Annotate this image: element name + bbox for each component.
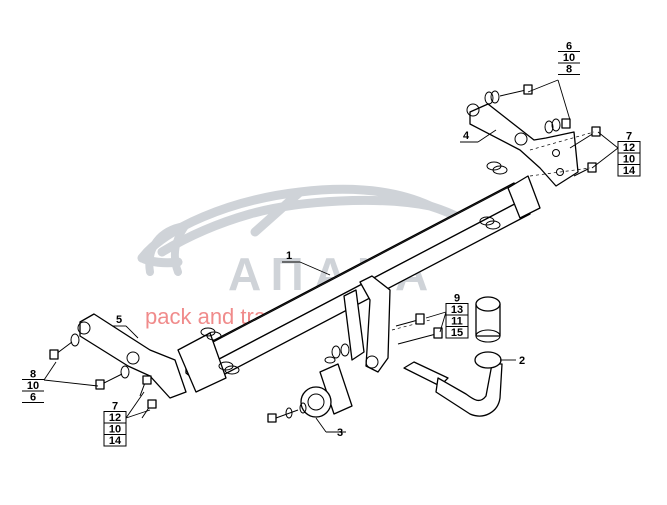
callout-number: 7	[112, 401, 118, 413]
callout-number: 10	[109, 424, 121, 436]
callout-number: 10	[623, 154, 635, 166]
socket-plate	[267, 356, 353, 423]
callout-number: 6	[30, 392, 36, 404]
callout-number: 12	[109, 412, 121, 424]
top-bolt-set	[484, 84, 571, 134]
callout-number: 13	[451, 304, 463, 316]
callout-part-4: 4	[463, 130, 470, 142]
callout-number: 10	[27, 380, 39, 392]
center-hanger-bracket	[331, 275, 443, 373]
callout-number: 9	[454, 293, 460, 305]
callout-number: 14	[623, 165, 636, 177]
callout-number: 6	[566, 41, 572, 53]
callout-part-5: 5	[116, 314, 122, 326]
leader-lines	[43, 79, 619, 433]
callout-number: 8	[566, 64, 572, 76]
left-mounting-bracket	[49, 313, 240, 419]
right-mounting-bracket	[466, 103, 579, 230]
callout-number: 11	[451, 316, 463, 328]
callout-number: 7	[626, 131, 632, 143]
callout-number: 10	[563, 52, 575, 64]
callout-number: 15	[451, 327, 463, 339]
callout-part-3: 3	[337, 427, 343, 439]
tow-ball-neck	[403, 296, 503, 417]
callout-number: 14	[109, 435, 122, 447]
watermark-car-outline	[137, 184, 483, 268]
callout-labels: 1 2 3 4 5	[116, 130, 525, 439]
callout-number: 12	[623, 142, 635, 154]
callout-number: 8	[30, 369, 36, 381]
callout-part-1: 1	[286, 250, 292, 262]
callout-part-2: 2	[519, 355, 525, 367]
